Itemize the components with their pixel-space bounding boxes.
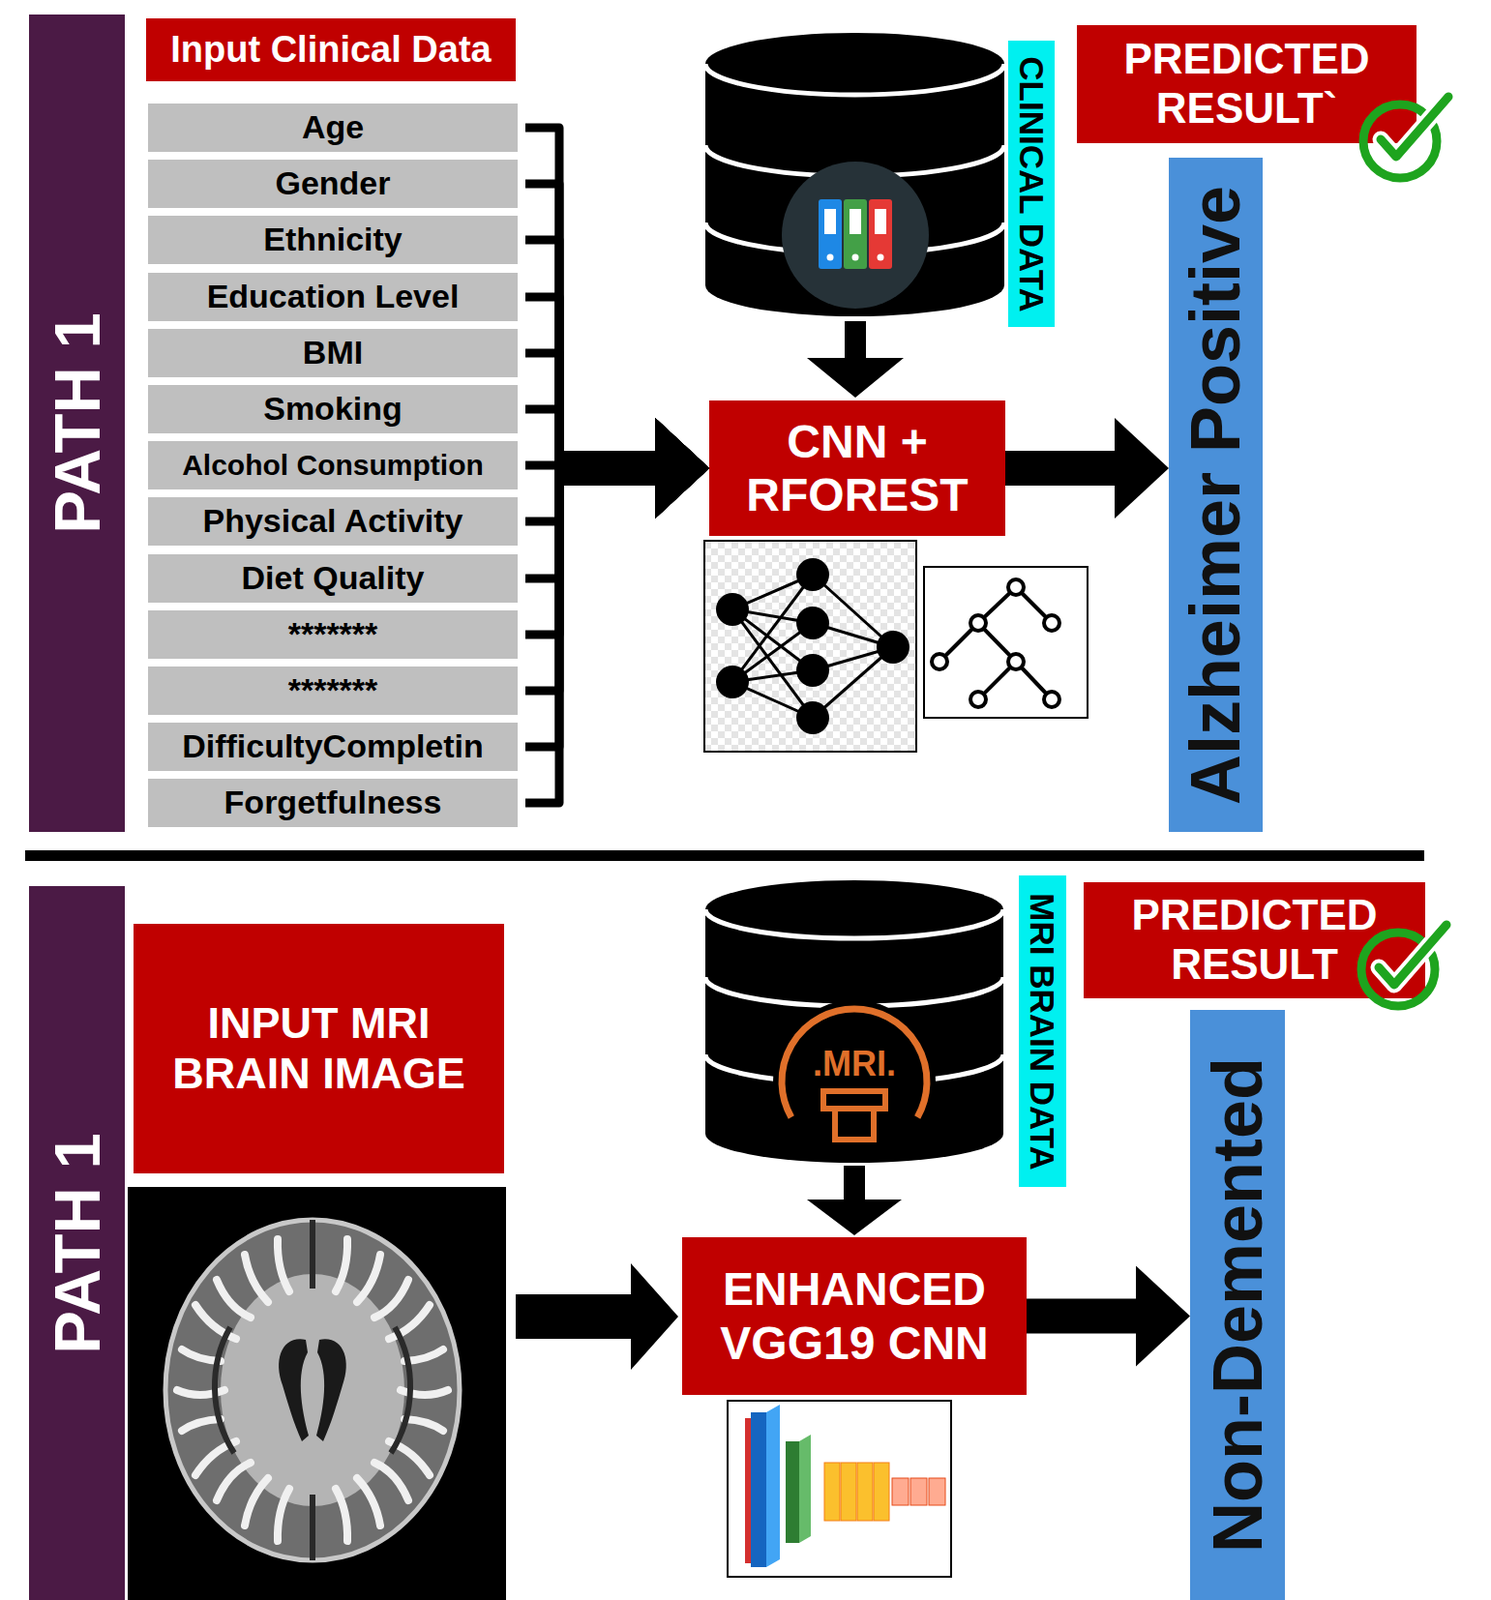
node-text: PATH 1	[44, 1133, 110, 1354]
result-header: PREDICTED RESULT	[1083, 882, 1426, 999]
flow-arrow	[525, 468, 671, 691]
node-text: Alzheimer Positive	[1181, 184, 1252, 805]
node-text: Education Level	[207, 277, 460, 316]
flow-arrow	[525, 183, 671, 469]
node-text: Forgetfulness	[224, 783, 443, 822]
node-text: ENHANCED VGG19 CNN	[689, 1262, 1019, 1370]
feature-box: Diet Quality	[148, 554, 518, 603]
feature-box: Physical Activity	[148, 497, 518, 546]
vgg-network-icon	[727, 1401, 952, 1578]
node-text: PREDICTED RESULT`	[1084, 34, 1409, 133]
feature-box: Smoking	[148, 385, 518, 434]
section-header: Input Clinical Data	[146, 18, 516, 82]
path-band: PATH 1	[29, 14, 125, 833]
node-text: CNN + RFOREST	[716, 415, 998, 522]
flow-arrow	[525, 468, 671, 747]
result-band: Non-Demented	[1190, 1010, 1285, 1600]
flow-arrow	[525, 297, 671, 469]
feature-box: Education Level	[148, 272, 518, 322]
path-band: PATH 1	[29, 886, 125, 1600]
flow-arrow	[525, 468, 671, 635]
feature-box: Age	[148, 103, 518, 152]
node-text: MRI BRAIN DATA	[1025, 893, 1060, 1170]
feature-box: DifficultyCompletin	[148, 722, 518, 772]
database-icon	[705, 880, 1004, 1163]
feature-box: *******	[148, 610, 518, 659]
decision-tree-icon	[924, 566, 1088, 718]
divider-line	[25, 850, 1425, 862]
node-text: BMI	[302, 333, 363, 372]
flow-arrow	[806, 321, 904, 398]
node-text: *******	[288, 615, 379, 654]
flow-arrow	[525, 239, 671, 469]
flow-arrow	[1026, 1299, 1152, 1335]
icon-label: .MRI.	[757, 1044, 952, 1084]
database-icon	[705, 32, 1005, 317]
node-text: Input Clinical Data	[170, 29, 491, 72]
icon-label-box: .MRI.	[757, 1044, 952, 1084]
node-text: CLINICAL DATA	[1014, 56, 1049, 312]
node-text: Ethnicity	[263, 220, 403, 259]
model-box: ENHANCED VGG19 CNN	[682, 1237, 1027, 1396]
node-text: INPUT MRI BRAIN IMAGE	[162, 998, 476, 1100]
check-icon	[1341, 83, 1459, 200]
flow-arrow	[1005, 450, 1131, 486]
flow-arrow	[525, 353, 671, 469]
node-text: Age	[301, 108, 364, 147]
result-band: Alzheimer Positive	[1168, 157, 1263, 833]
result-header: PREDICTED RESULT`	[1076, 25, 1417, 144]
feature-box: Forgetfulness	[148, 778, 518, 828]
node-text: Smoking	[263, 389, 403, 428]
dataset-tag: CLINICAL DATA	[1008, 40, 1055, 328]
feature-box: Gender	[148, 159, 518, 209]
node-text: Alcohol Consumption	[181, 448, 484, 483]
flow-arrow	[525, 468, 671, 579]
node-text: Non-Demented	[1202, 1057, 1273, 1553]
node-text: Gender	[274, 164, 390, 203]
flow-arrow	[525, 127, 671, 469]
flow-arrow	[525, 468, 671, 804]
node-text: Diet Quality	[241, 559, 425, 597]
section-header: INPUT MRI BRAIN IMAGE	[133, 924, 505, 1174]
dataset-tag: MRI BRAIN DATA	[1018, 875, 1067, 1188]
node-text: *******	[288, 671, 379, 710]
feature-box: Ethnicity	[148, 215, 518, 265]
flow-arrow	[806, 1165, 902, 1236]
flow-arrow	[515, 1263, 679, 1371]
node-text: DifficultyCompletin	[181, 727, 484, 766]
feature-box: BMI	[148, 328, 518, 378]
node-text: Physical Activity	[203, 502, 464, 540]
flow-arrow	[525, 468, 671, 522]
node-text: PREDICTED RESULT	[1091, 891, 1418, 989]
feature-box: Alcohol Consumption	[148, 441, 518, 490]
connectors	[525, 127, 1152, 1317]
neural-net-icon	[704, 540, 917, 752]
feature-box: *******	[148, 666, 518, 716]
node-text: PATH 1	[44, 312, 110, 534]
mri-brain-image	[127, 1187, 507, 1600]
flow-arrow	[525, 409, 671, 469]
model-box: CNN + RFOREST	[709, 400, 1006, 537]
